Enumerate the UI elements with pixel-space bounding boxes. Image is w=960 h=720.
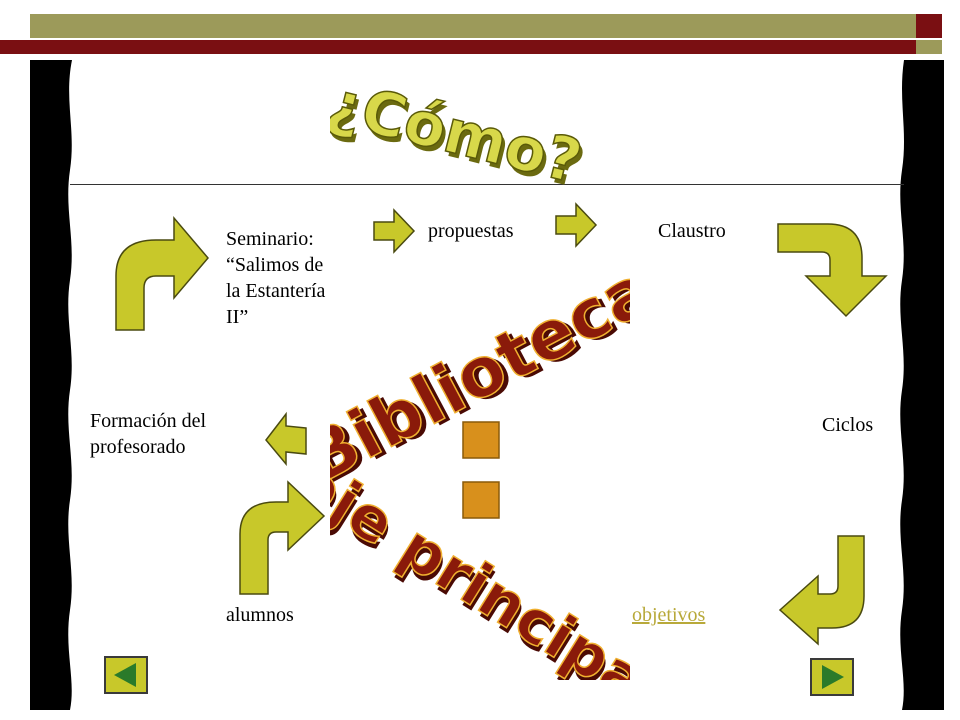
previous-slide-button[interactable] <box>104 656 148 694</box>
arrow-right-icon-2 <box>555 202 598 248</box>
top-decoration-bar <box>0 0 960 60</box>
alumnos-label: alumnos <box>226 604 294 626</box>
colon-square-top <box>462 421 500 459</box>
next-slide-button[interactable] <box>810 658 854 696</box>
curved-arrow-up-right-icon-2 <box>239 480 326 595</box>
seminario-label: Seminario: “Salimos de la Estantería II” <box>226 228 326 328</box>
right-wavy-border <box>900 60 944 710</box>
center-wordart: Biblioteca Biblioteca eje principal eje … <box>330 250 630 680</box>
curved-arrow-up-right-icon <box>115 215 209 331</box>
arrow-right-icon <box>373 208 416 254</box>
heading-wordart: ¿Cómo? ¿Cómo? <box>330 80 590 190</box>
triangle-right-icon <box>822 665 844 689</box>
triangle-left-icon <box>114 663 136 687</box>
propuestas-label: propuestas <box>428 220 514 242</box>
formacion-label: Formación del profesorado <box>90 410 207 458</box>
curved-arrow-down-left-icon <box>778 535 865 646</box>
title-divider <box>70 184 904 185</box>
claustro-label: Claustro <box>658 220 726 242</box>
arrow-left-icon <box>265 411 307 466</box>
curved-arrow-right-down-icon <box>777 223 888 318</box>
colon-square-bottom <box>462 481 500 519</box>
svg-text:Biblioteca: Biblioteca <box>330 250 630 499</box>
left-wavy-border <box>30 60 72 710</box>
objetivos-link[interactable]: objetivos <box>632 604 706 626</box>
ciclos-label: Ciclos <box>822 414 874 436</box>
